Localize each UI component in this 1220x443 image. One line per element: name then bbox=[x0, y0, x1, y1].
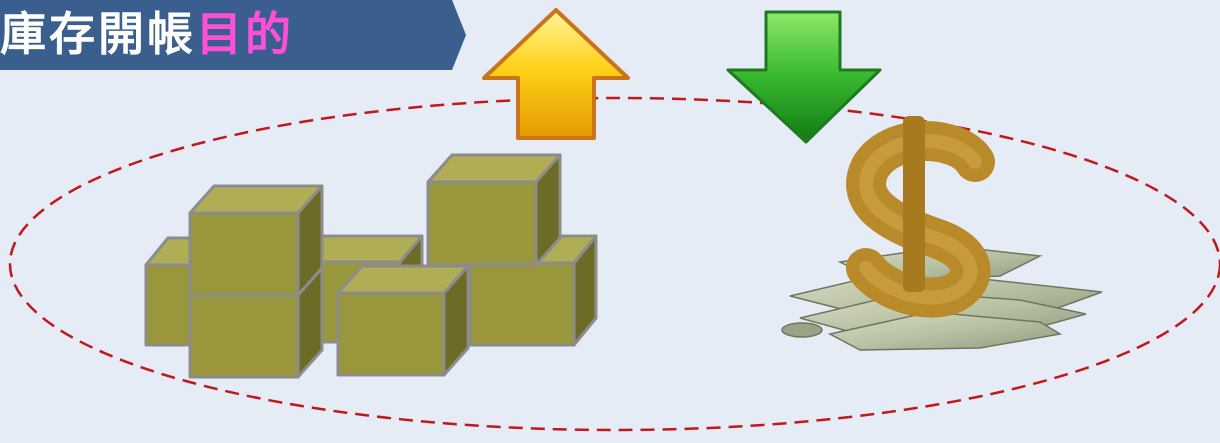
up-arrow-icon bbox=[484, 10, 628, 138]
box bbox=[338, 266, 468, 375]
down-arrow-icon bbox=[728, 12, 880, 142]
dollar-sign-bar bbox=[903, 116, 925, 292]
box bbox=[428, 155, 560, 265]
dollar-money-icon bbox=[782, 116, 1102, 350]
box bbox=[190, 186, 322, 295]
boxes-icon bbox=[146, 155, 596, 377]
